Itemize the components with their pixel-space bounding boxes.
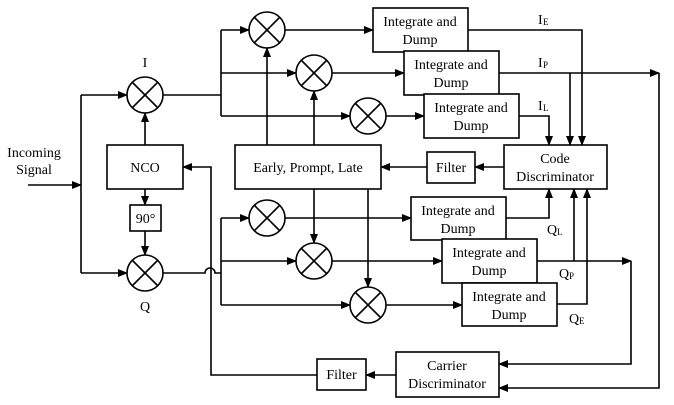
id-label-1: Integrate and [421,204,494,219]
id-label-2: Dump [434,76,469,91]
mixer-il [349,97,387,135]
carrier-disc-label-1: Carrier [427,359,467,374]
label-sub: P [569,271,574,281]
nco-block: NCO [106,144,184,190]
integrate-dump-qp: Integrate and Dump [441,238,538,284]
id-label-1: Integrate and [434,101,507,116]
label-sub: L [557,227,563,237]
mixer-qe [349,286,387,324]
id-label-1: Integrate and [414,58,487,73]
id-label-2: Dump [454,119,489,134]
incoming-signal-label-2: Signal [16,163,52,178]
mixer-i [126,76,164,114]
carrier-filter-label: Filter [326,368,357,383]
id-label-1: Integrate and [472,290,545,305]
label-main: Q [569,312,579,327]
carrier-discriminator-block: Carrier Discriminator [395,351,500,398]
label-main: I [538,13,543,28]
label-main: Q [559,267,569,282]
id-label-2: Dump [403,33,438,48]
q-label: Q [140,300,150,315]
id-label-1: Integrate and [383,15,456,30]
mixer-q [126,254,164,292]
code-disc-label-1: Code [540,152,570,167]
label-main: I [538,99,543,114]
phase-shift-block: 90° [129,204,162,232]
integrate-dump-ie: Integrate and Dump [372,7,469,53]
integrate-dump-ql: Integrate and Dump [410,196,507,241]
mixer-ip [295,54,333,92]
connectors [28,26,660,392]
integrate-dump-ip: Integrate and Dump [403,50,500,96]
label-sub: E [579,316,585,326]
id-label-2: Dump [472,264,507,279]
integrate-dump-il: Integrate and Dump [423,93,520,139]
carrier-disc-label-2: Discriminator [408,377,486,392]
id-label-2: Dump [492,308,527,323]
code-disc-label-2: Discriminator [516,170,594,185]
label-sub: L [543,103,549,113]
mixer-ie [248,11,286,49]
phase-shift-label: 90° [136,212,156,227]
nco-label: NCO [130,161,160,176]
id-label-1: Integrate and [452,246,525,261]
code-discriminator-block: Code Discriminator [503,144,608,190]
incoming-signal-label: Incoming [7,146,61,161]
label-main: I [538,56,543,71]
label-main: Q [547,223,557,238]
carrier-filter-block: Filter [316,358,367,391]
code-filter-label: Filter [436,161,467,176]
i-label: I [143,56,148,71]
mixer-qp [295,242,333,280]
id-label-2: Dump [441,222,476,237]
epl-label: Early, Prompt, Late [253,161,363,176]
label-sub: E [543,17,549,27]
early-prompt-late-block: Early, Prompt, Late [234,144,382,190]
label-sub: P [543,60,548,70]
mixer-ql [248,199,286,237]
code-filter-block: Filter [426,151,476,184]
integrate-dump-qe: Integrate and Dump [461,282,558,327]
